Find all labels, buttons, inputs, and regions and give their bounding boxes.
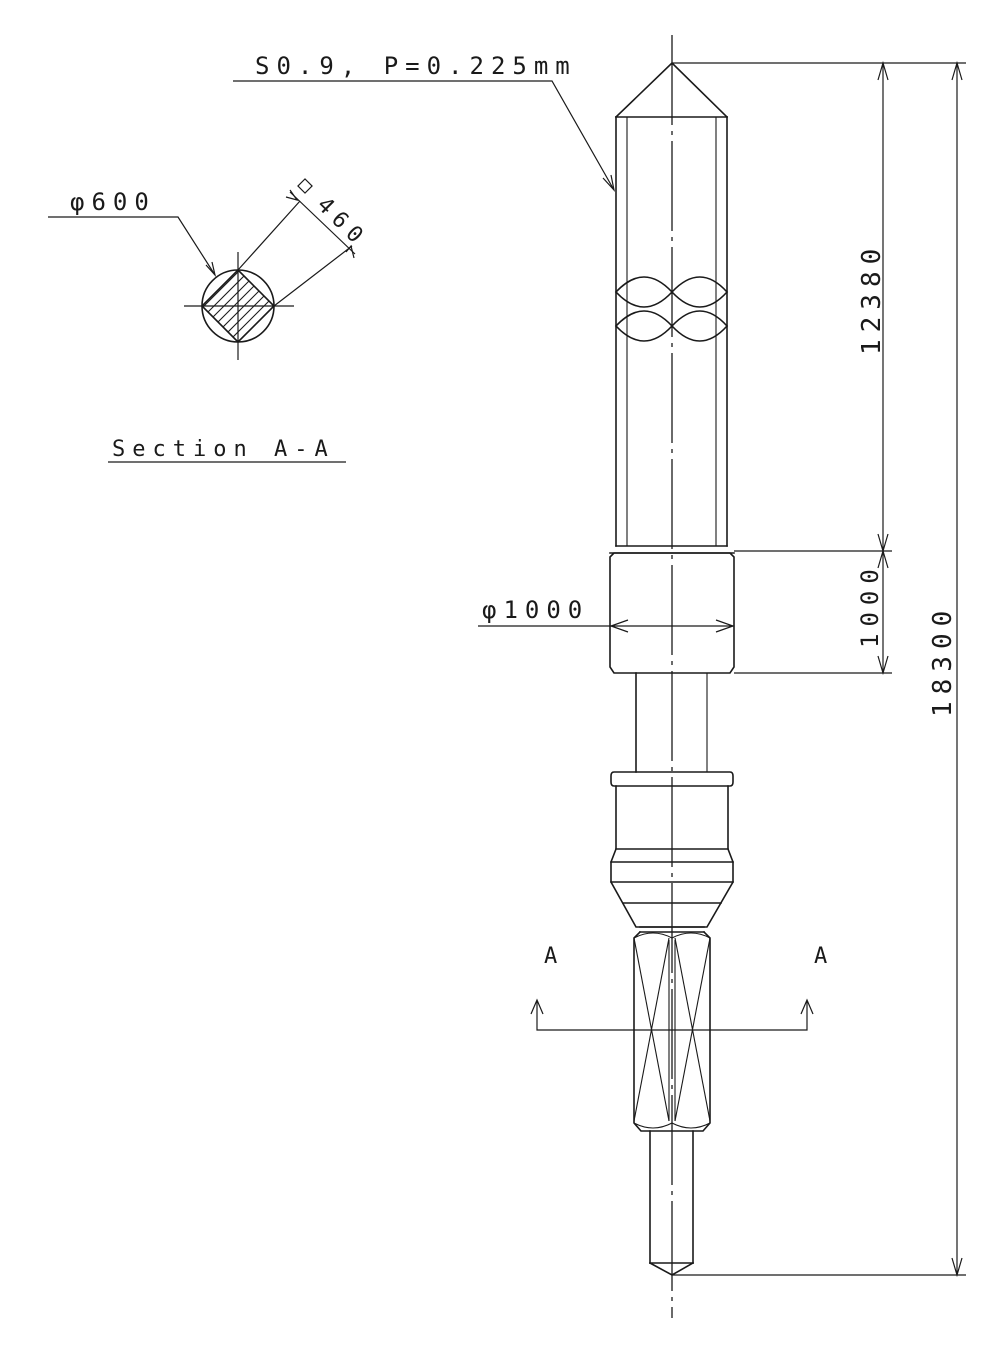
collar-diameter-dim: φ1000 [478, 596, 735, 633]
total-length-label: 18300 [928, 604, 958, 717]
ext-line-1 [237, 200, 301, 271]
collar-length-label: 1000 [856, 562, 884, 648]
collar-diameter-label: φ1000 [482, 596, 589, 624]
dim-arrow-icon [877, 655, 889, 676]
leader-arrow-icon [602, 174, 616, 192]
main-part [609, 35, 735, 1318]
thread-note: S0.9, P=0.225mm [233, 52, 616, 192]
thread-leader [233, 80, 615, 191]
section-title: Section A-A [112, 437, 335, 462]
thread-note-text: S0.9, P=0.225mm [255, 52, 577, 80]
cut-plane-line [536, 1001, 808, 1031]
dim-arrow-icon [877, 548, 889, 569]
section-view: φ600 [48, 178, 373, 463]
dim-arrow-icon [951, 1257, 963, 1278]
dim-arrow-icon [285, 189, 299, 202]
dim-arrow-icon [609, 619, 629, 633]
leader-arrow-icon [205, 261, 217, 278]
arrow-up-icon [800, 998, 814, 1015]
dim-arrow-icon [345, 244, 355, 259]
section-marker-right: A [814, 944, 834, 969]
dim-arrow-icon [951, 60, 963, 81]
section-hatching [202, 270, 274, 342]
square-symbol-icon [297, 178, 313, 194]
section-cut-line: A A [530, 944, 834, 1031]
square-dim-line [289, 191, 356, 255]
break-symbol [614, 276, 729, 342]
dim-arrow-icon [715, 619, 735, 633]
diameter-leader [48, 216, 216, 276]
collar-body [609, 552, 735, 674]
ring [610, 771, 734, 787]
square-size-label: 460 [312, 193, 373, 254]
ext-line-2 [273, 245, 353, 307]
arrow-up-icon [530, 998, 544, 1015]
upper-length-label: 12380 [857, 242, 887, 355]
diameter-label: φ600 [70, 188, 156, 216]
dim-arrow-icon [877, 60, 889, 81]
section-marker-left: A [544, 944, 564, 969]
vertical-dimensions: 12380 1000 18300 [672, 60, 966, 1278]
